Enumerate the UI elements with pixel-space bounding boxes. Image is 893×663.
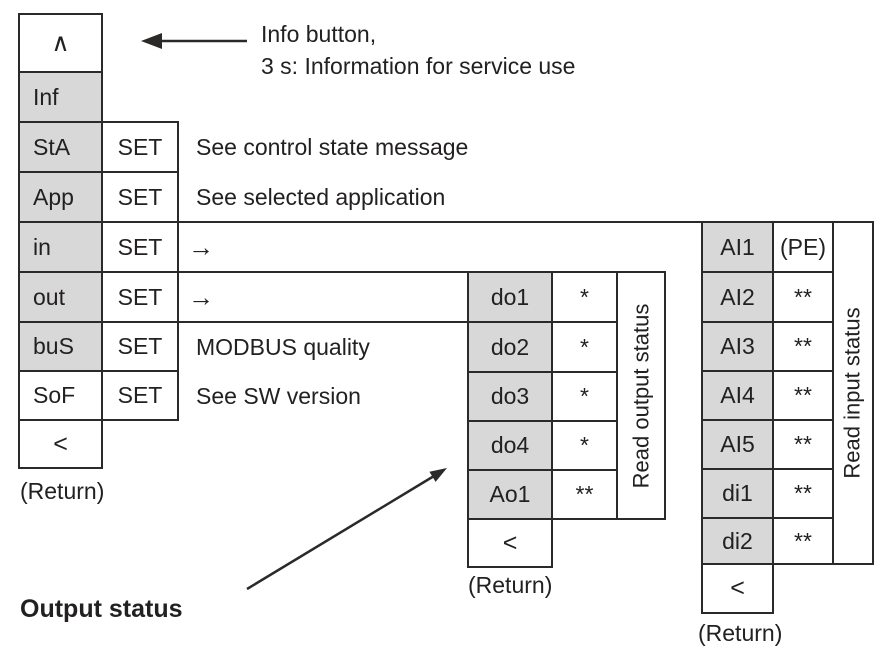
output-cell-do3: do3 xyxy=(467,371,553,422)
set-cell-out: SET xyxy=(101,271,179,323)
desc-sof: See SW version xyxy=(196,382,361,409)
back-cell-input: < xyxy=(701,563,774,614)
input-value-ai3: ** xyxy=(772,321,834,372)
desc-arrow-in: → xyxy=(188,231,214,262)
output-status-arrow-line xyxy=(246,474,435,591)
connector-line-in-bottom xyxy=(176,271,469,273)
output-cell-do2: do2 xyxy=(467,321,553,373)
input-cell-ai1: AI1 xyxy=(701,221,774,273)
input-cell-di2: di2 xyxy=(701,517,774,565)
set-cell-sta: SET xyxy=(101,121,179,173)
return-label-left: (Return) xyxy=(20,478,105,504)
input-side-label-cell: Read input status xyxy=(832,221,874,565)
output-side-label-cell: Read output status xyxy=(616,271,666,520)
input-cell-di1: di1 xyxy=(701,468,774,519)
connector-line-in-top xyxy=(176,221,703,223)
input-value-ai5: ** xyxy=(772,419,834,470)
input-cell-ai4: AI4 xyxy=(701,370,774,421)
menu-cell-out: out xyxy=(18,271,103,323)
input-cell-ai2: AI2 xyxy=(701,271,774,323)
output-value-do3: * xyxy=(551,371,618,422)
output-status-arrow-head xyxy=(429,468,447,482)
desc-arrow-out: → xyxy=(188,281,214,312)
return-label-output: (Return) xyxy=(468,572,553,598)
output-cell-do1: do1 xyxy=(467,271,553,323)
input-cell-ai3: AI3 xyxy=(701,321,774,372)
output-cell-do4: do4 xyxy=(467,420,553,471)
output-value-ao1: ** xyxy=(551,469,618,520)
menu-cell-sof: SoF xyxy=(18,370,103,421)
output-value-do2: * xyxy=(551,321,618,373)
read-input-status-label: Read input status xyxy=(840,307,866,479)
output-value-do1: * xyxy=(551,271,618,323)
input-value-ai1: (PE) xyxy=(772,221,834,273)
return-label-input: (Return) xyxy=(698,620,783,646)
back-cell-output: < xyxy=(467,518,553,568)
input-value-di1: ** xyxy=(772,468,834,519)
menu-cell-bus: buS xyxy=(18,321,103,372)
input-value-ai2: ** xyxy=(772,271,834,323)
set-cell-sof: SET xyxy=(101,370,179,421)
info-note-line2: 3 s: Information for service use xyxy=(261,53,576,79)
set-cell-bus: SET xyxy=(101,321,179,372)
input-value-ai4: ** xyxy=(772,370,834,421)
menu-cell-app: App xyxy=(18,171,103,223)
info-note-line1: Info button, xyxy=(261,21,377,47)
set-cell-in: SET xyxy=(101,221,179,273)
back-cell-left: < xyxy=(18,419,103,469)
menu-cell-sta: StA xyxy=(18,121,103,173)
output-cell-ao1: Ao1 xyxy=(467,469,553,520)
menu-cell-inf: Inf xyxy=(18,71,103,123)
read-output-status-label: Read output status xyxy=(628,303,653,488)
connector-line-out-bottom xyxy=(176,321,469,323)
output-value-do4: * xyxy=(551,420,618,471)
up-button-cell: ∧ xyxy=(18,13,103,73)
input-value-di2: ** xyxy=(772,517,834,565)
desc-sta: See control state message xyxy=(196,133,469,160)
set-cell-app: SET xyxy=(101,171,179,223)
output-status-note: Output status xyxy=(20,595,183,623)
input-cell-ai5: AI5 xyxy=(701,419,774,470)
desc-bus: MODBUS quality xyxy=(196,333,370,360)
info-arrow-head xyxy=(141,33,162,49)
desc-app: See selected application xyxy=(196,183,446,210)
menu-cell-in: in xyxy=(18,221,103,273)
